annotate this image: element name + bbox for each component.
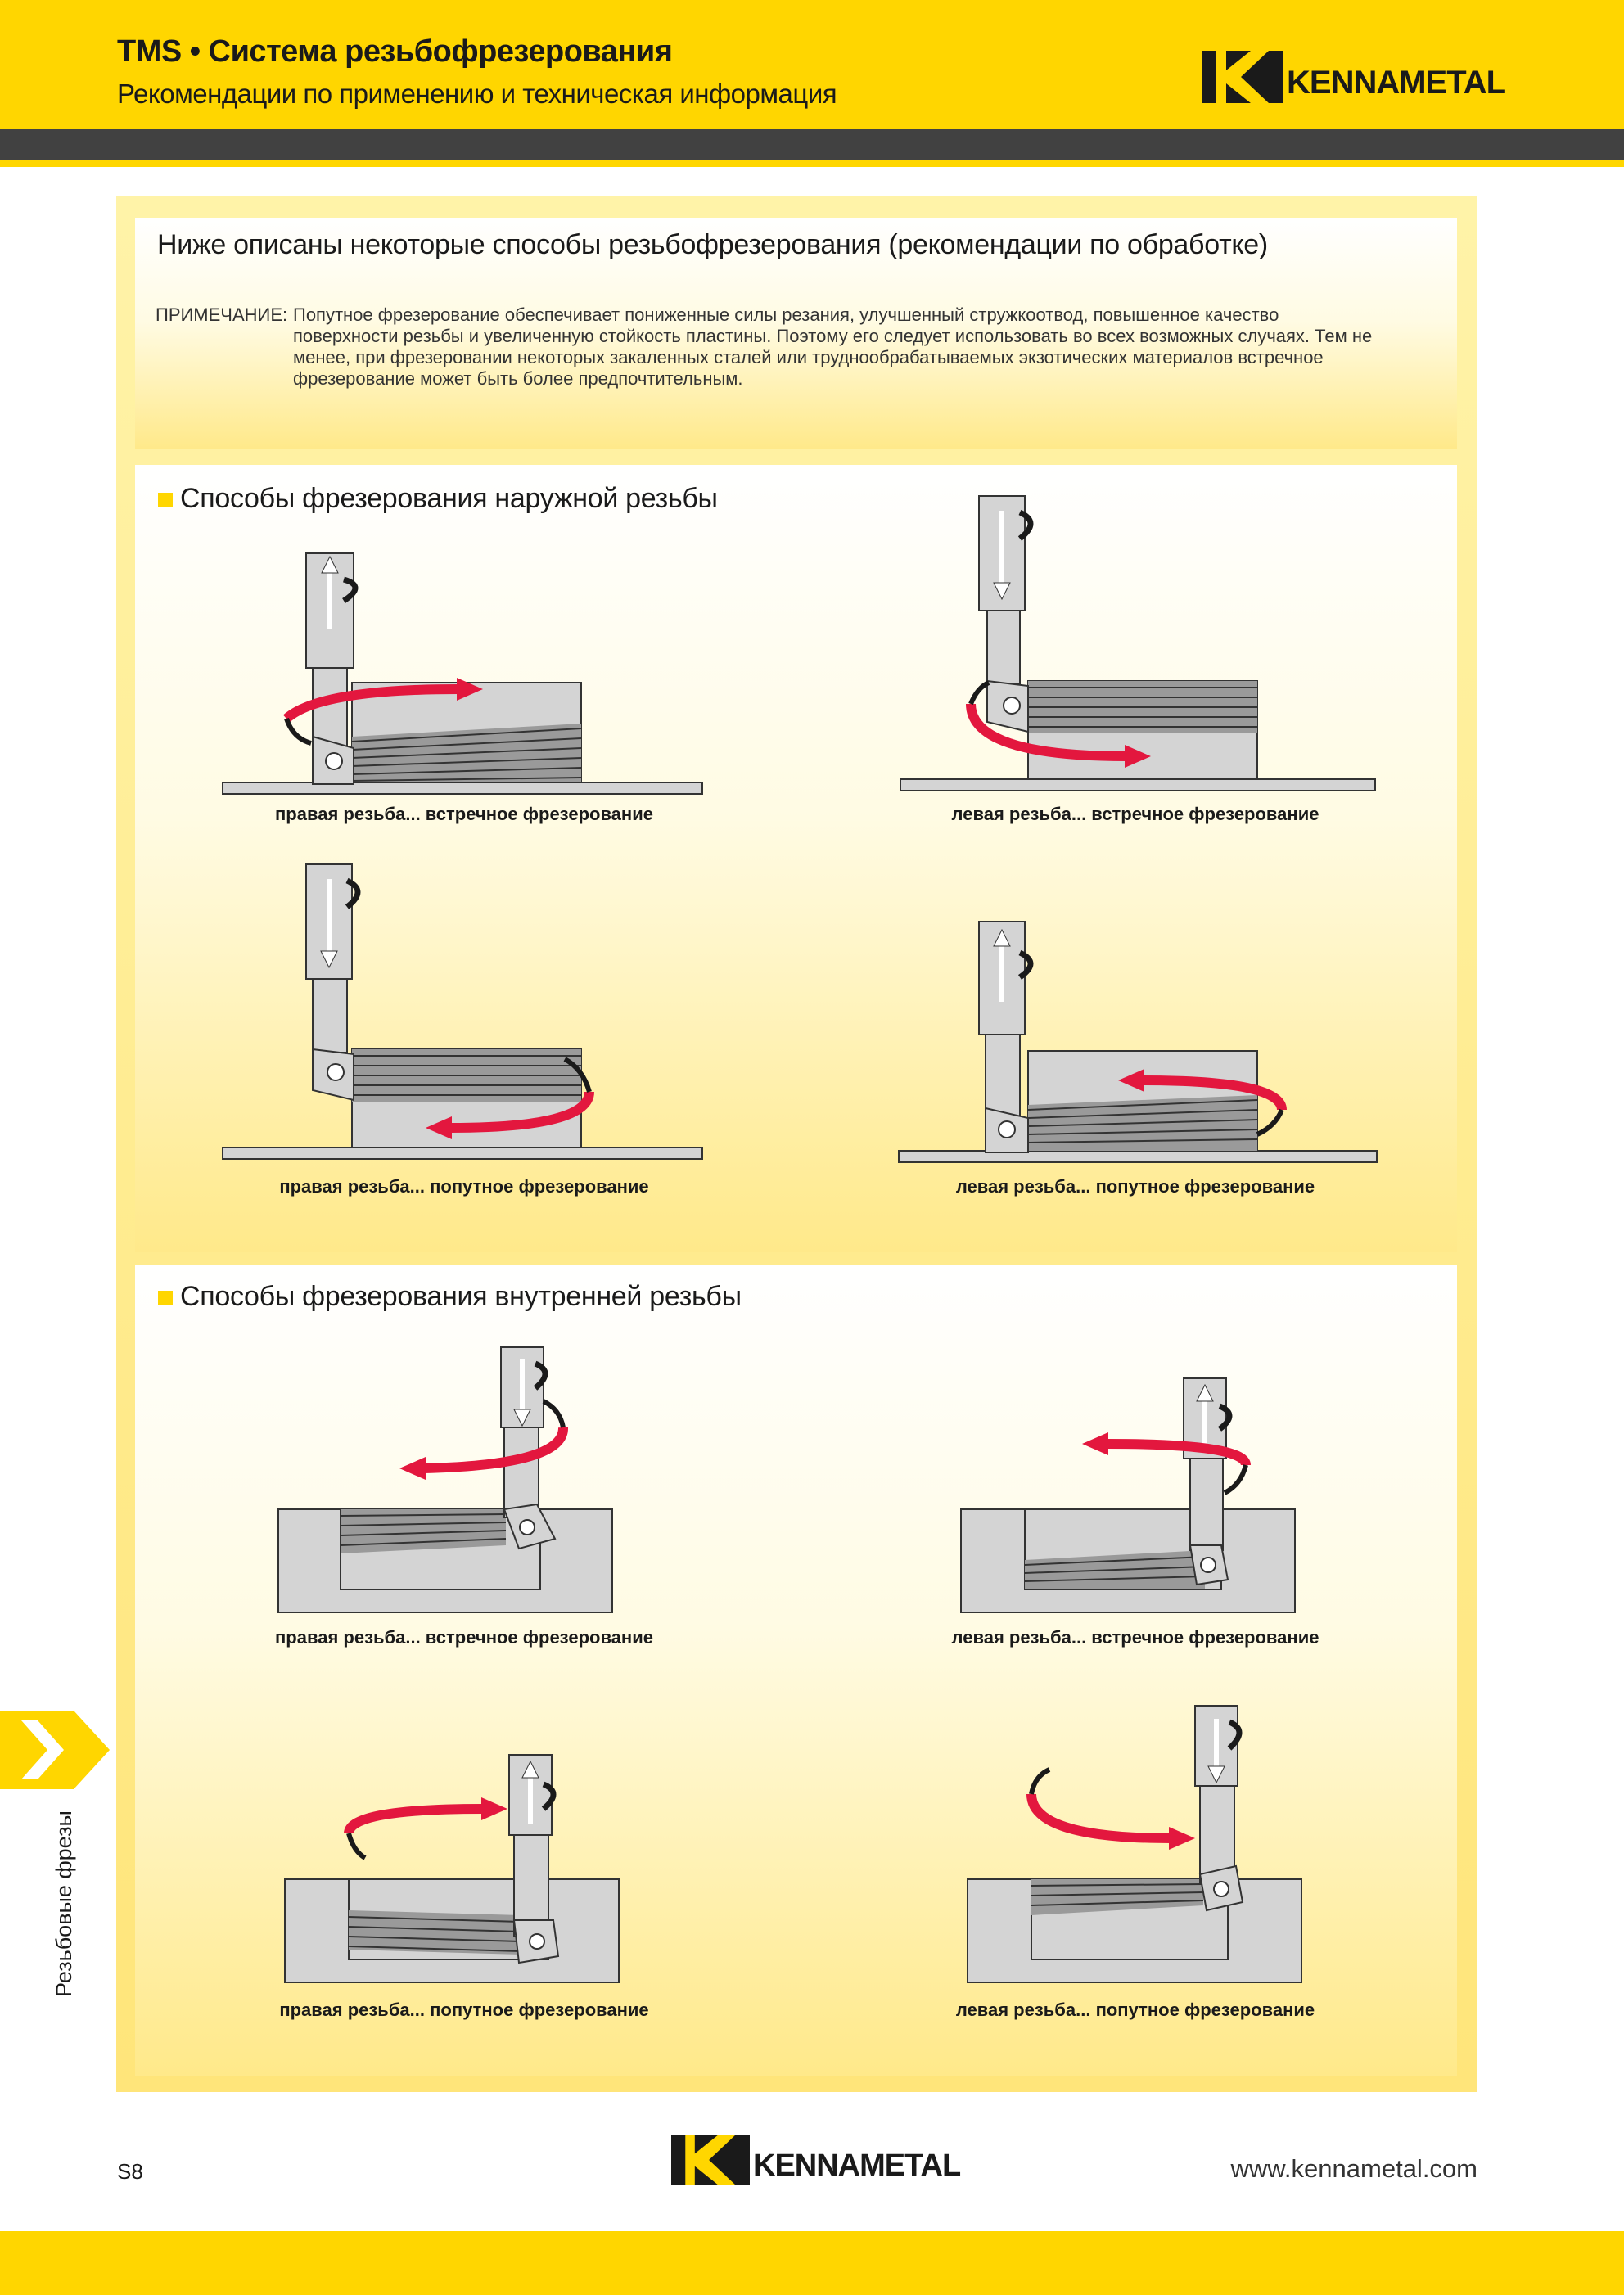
caption-internal-3: правая резьба... попутное фрезерование — [279, 2000, 649, 2020]
kennametal-k-icon — [1202, 51, 1283, 103]
figure-external-left-climb — [898, 921, 1378, 1163]
caption-external-3: правая резьба... попутное фрезерование — [279, 1176, 649, 1197]
header-yellow-line — [0, 160, 1624, 167]
figure-external-right-conventional — [222, 552, 703, 795]
side-tab-chevron-icon — [0, 1711, 110, 1789]
page-title: TMS • Система резьбофрезерования — [117, 34, 673, 69]
figure-external-right-climb — [222, 863, 703, 1160]
figure-internal-right-climb — [284, 1754, 620, 1983]
external-section-title: Способы фрезерования наружной резьбы — [180, 483, 718, 514]
caption-internal-2: левая резьба... встречное фрезерование — [951, 1627, 1320, 1648]
header-brand-logo: KENNAMETAL — [1202, 51, 1506, 103]
intro-title: Ниже описаны некоторые способы резьбофре… — [157, 229, 1268, 260]
section-bullet — [158, 493, 173, 507]
footer-url-link[interactable]: www.kennametal.com — [1230, 2154, 1477, 2183]
caption-internal-1: правая резьба... встречное фрезерование — [275, 1627, 653, 1648]
caption-internal-4: левая резьба... попутное фрезерование — [955, 2000, 1315, 2020]
caption-external-1: правая резьба... встречное фрезерование — [275, 804, 653, 824]
section-bullet — [158, 1291, 173, 1305]
page-subtitle: Рекомендации по применению и техническая… — [117, 79, 837, 109]
kennametal-k-icon — [671, 2135, 750, 2185]
footer-brand-name: KENNAMETAL — [753, 2148, 961, 2183]
header-brand-name: KENNAMETAL — [1287, 64, 1506, 101]
footer-band — [0, 2231, 1624, 2295]
intro-panel — [135, 218, 1457, 449]
figure-internal-right-conventional — [277, 1346, 613, 1613]
internal-section-title: Способы фрезерования внутренней резьбы — [180, 1281, 742, 1312]
footer-brand-logo: KENNAMETAL — [671, 2135, 961, 2185]
header-dark-stripe — [0, 129, 1624, 160]
note-label: ПРИМЕЧАНИЕ: — [156, 304, 288, 325]
side-tab-label: Резьбовые фрезы — [52, 1810, 76, 1997]
header-band — [0, 0, 1624, 129]
figure-internal-left-conventional — [960, 1377, 1296, 1613]
note-text: Попутное фрезерование обеспечивает пониж… — [293, 304, 1373, 389]
figure-internal-left-climb — [967, 1705, 1302, 1983]
page-number: S8 — [117, 2159, 143, 2184]
figure-external-left-conventional — [900, 495, 1376, 791]
caption-external-4: левая резьба... попутное фрезерование — [955, 1176, 1315, 1197]
caption-external-2: левая резьба... встречное фрезерование — [951, 804, 1320, 824]
